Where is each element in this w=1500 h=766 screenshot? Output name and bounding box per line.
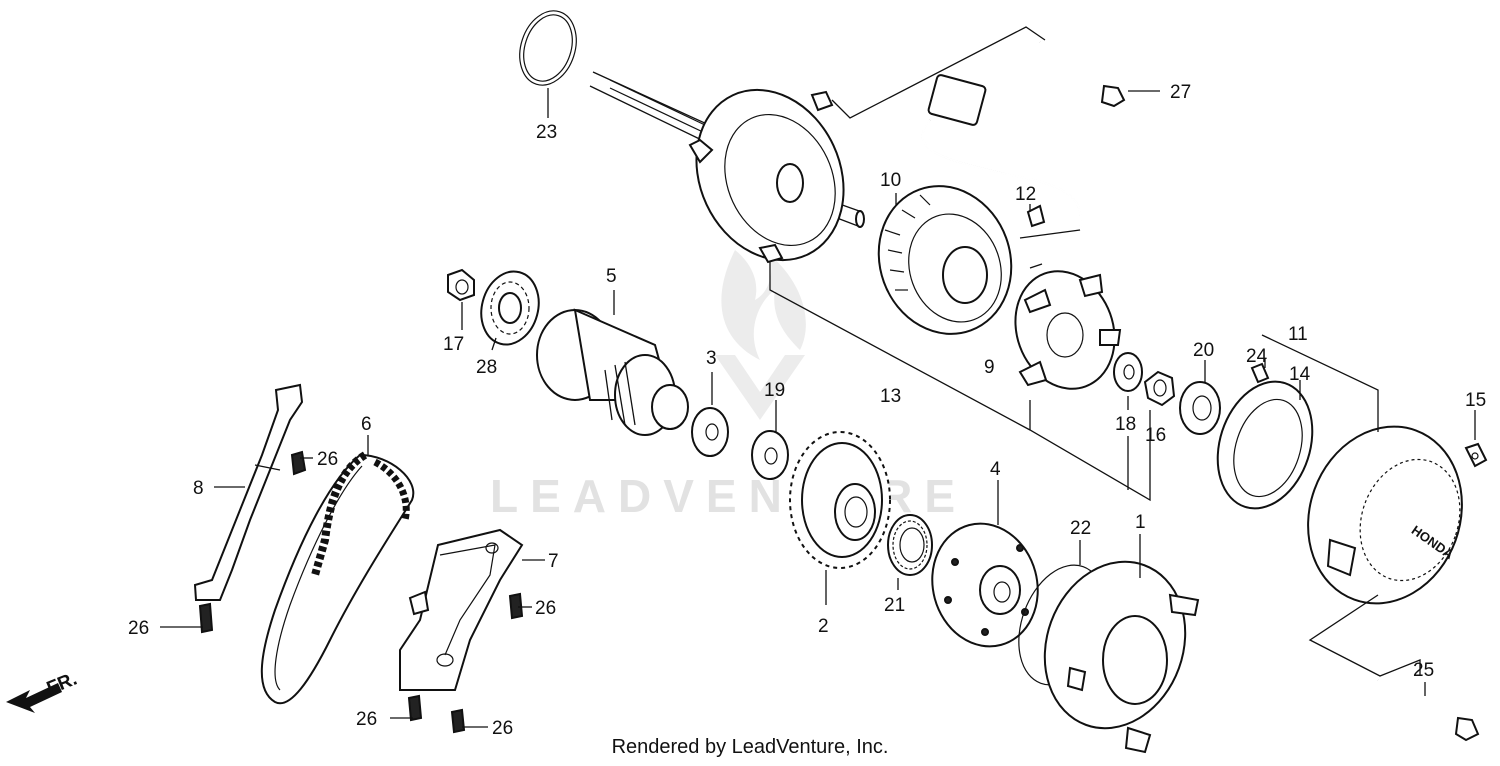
callout-26d[interactable]: 26: [356, 709, 377, 730]
part-28-bearing[interactable]: [473, 265, 546, 351]
part-9-rotor[interactable]: [999, 257, 1130, 403]
callout-17[interactable]: 17: [443, 334, 464, 355]
callout-15[interactable]: 15: [1465, 390, 1486, 411]
part-8-bracket[interactable]: [193, 383, 304, 601]
callout-1[interactable]: 1: [1135, 512, 1146, 533]
callout-26c[interactable]: 26: [535, 598, 556, 619]
rear-housing: [688, 88, 845, 264]
callout-7[interactable]: 7: [548, 551, 559, 572]
callout-6[interactable]: 6: [361, 414, 372, 435]
front-direction-indicator: FR.: [6, 669, 80, 713]
part-12-clip[interactable]: [1026, 204, 1046, 228]
part-26-bolt-e[interactable]: [450, 708, 466, 734]
callout-16[interactable]: 16: [1145, 425, 1166, 446]
callout-20[interactable]: 20: [1193, 340, 1214, 361]
callout-labels: 1 2 3 4 5 6 7 8 9 10 11 12 13 14 15 16 1…: [128, 82, 1486, 739]
callout-19[interactable]: 19: [764, 380, 785, 401]
part-26-bolt-a[interactable]: [290, 450, 307, 476]
part-6-chain[interactable]: [260, 451, 415, 705]
callout-9[interactable]: 9: [984, 357, 995, 378]
part-1-cover[interactable]: [1022, 542, 1208, 754]
part-7-tensioner[interactable]: [399, 528, 524, 691]
part-5-clutch-gear[interactable]: [536, 308, 689, 436]
part-14-gasket[interactable]: [1202, 369, 1328, 520]
callout-8[interactable]: 8: [193, 478, 204, 499]
callout-14[interactable]: 14: [1289, 364, 1311, 385]
part-18-washer[interactable]: [1113, 352, 1143, 392]
leader-lines: [160, 26, 1476, 728]
part-15-clip[interactable]: [1464, 442, 1488, 468]
callout-10[interactable]: 10: [880, 170, 901, 191]
callout-21[interactable]: 21: [884, 595, 905, 616]
callout-12[interactable]: 12: [1015, 184, 1036, 205]
part-11-front-cover[interactable]: HONDA: [1284, 405, 1487, 625]
part-19-washer[interactable]: [751, 430, 789, 480]
callout-18[interactable]: 18: [1115, 414, 1136, 435]
callout-11[interactable]: 11: [1288, 324, 1308, 345]
callout-28[interactable]: 28: [476, 357, 497, 378]
part-3-washer[interactable]: [691, 407, 729, 457]
watermark-text: LEADVENTURE: [490, 470, 967, 522]
part-10-stator[interactable]: [858, 167, 1031, 352]
part-27-bolt[interactable]: [1039, 40, 1126, 108]
part-26-bolt-c[interactable]: [508, 592, 524, 620]
part-26-bolt-d[interactable]: [407, 694, 423, 722]
callout-27[interactable]: 27: [1170, 82, 1191, 103]
fr-label: FR.: [44, 669, 80, 700]
part-26-bolt-b[interactable]: [198, 602, 214, 634]
callout-23[interactable]: 23: [536, 122, 557, 143]
part-4-clutch-outer[interactable]: [919, 512, 1052, 659]
part-24-screw[interactable]: [1250, 362, 1270, 384]
callout-25[interactable]: 25: [1413, 660, 1434, 681]
part-20-bearing[interactable]: [1179, 381, 1221, 435]
callout-22[interactable]: 22: [1070, 518, 1091, 539]
part-16-nut[interactable]: [1143, 370, 1176, 407]
callout-26a[interactable]: 26: [317, 449, 338, 470]
part-2-gear[interactable]: [789, 431, 891, 569]
callout-5[interactable]: 5: [606, 266, 617, 287]
part-25-bolt[interactable]: [1377, 678, 1480, 742]
callout-4[interactable]: 4: [990, 459, 1001, 480]
callout-3[interactable]: 3: [706, 348, 717, 369]
callout-24[interactable]: 24: [1246, 346, 1268, 367]
callout-26e[interactable]: 26: [492, 718, 513, 739]
part-17-nut[interactable]: [447, 268, 475, 302]
part-21-needle-bearing[interactable]: [887, 514, 933, 576]
callout-2[interactable]: 2: [818, 616, 829, 637]
wire-harness: [921, 74, 1082, 239]
callout-13[interactable]: 13: [880, 386, 901, 407]
part-23-o-ring[interactable]: [511, 4, 586, 93]
callout-26b[interactable]: 26: [128, 618, 149, 639]
footer-credit: Rendered by LeadVenture, Inc.: [611, 736, 889, 758]
